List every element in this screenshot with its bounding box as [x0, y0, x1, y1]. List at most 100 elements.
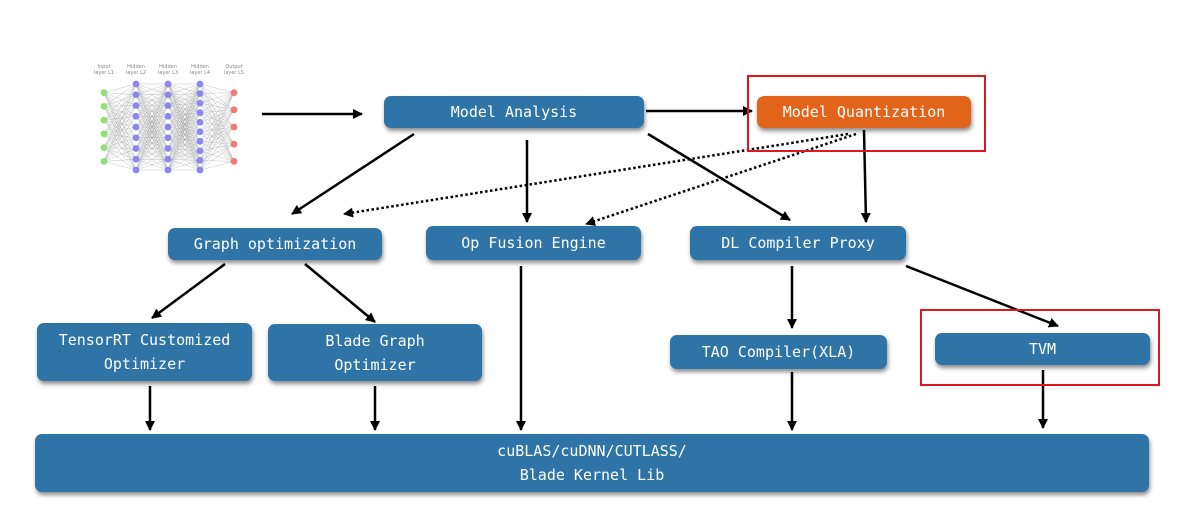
nn-connection [103, 126, 137, 162]
nn-connection [167, 94, 201, 123]
nn-neuron [196, 118, 204, 126]
nn-neuron [132, 112, 140, 120]
nn-connection [199, 126, 235, 161]
nn-layer-label: layer L4 [190, 70, 210, 76]
nn-connection [167, 103, 201, 138]
nn-neuron [132, 91, 140, 99]
nn-connection [167, 126, 201, 132]
dl-compiler-proxy-label: DL Compiler Proxy [721, 234, 875, 252]
nn-connection [135, 83, 169, 117]
tvm-label: TVM [1028, 340, 1057, 358]
nn-connection [167, 112, 201, 117]
model-analysis-node: Model Analysis [384, 96, 644, 128]
nn-connection [103, 94, 137, 162]
nn-connection [103, 83, 137, 121]
nn-connection [135, 148, 169, 171]
nn-connection [167, 105, 201, 142]
nn-connection [199, 92, 235, 132]
nn-connection [167, 83, 201, 106]
nn-connection [199, 92, 235, 142]
nn-connection [103, 148, 137, 162]
nn-connection [199, 93, 235, 145]
nn-neuron [230, 158, 238, 165]
nn-neuron [132, 102, 140, 109]
nn-connection [103, 126, 137, 135]
nn-connection [135, 83, 169, 160]
nn-neuron [164, 80, 172, 88]
dotted-arrow-quantization-to-op-fusion [585, 132, 857, 226]
nn-neuron [164, 102, 172, 109]
nn-neuron [164, 123, 172, 131]
nn-connection [103, 126, 137, 148]
nn-connection [167, 131, 201, 138]
nn-neuron [230, 123, 238, 131]
nn-neuron [196, 99, 204, 107]
blade-graph-optimizer-label: Blade Graph Optimizer [325, 331, 425, 374]
model-quantization-node: Model Quantization [757, 96, 971, 128]
nn-connection [167, 83, 201, 94]
model-quantization-label: Model Quantization [782, 103, 946, 121]
nn-connection [167, 112, 201, 171]
nn-connection [199, 92, 235, 171]
nn-connection [199, 126, 235, 132]
tao-compiler-label: TAO Compiler(XLA) [701, 343, 856, 361]
blade-graph-optimizer-node: Blade Graph Optimizer [268, 324, 482, 381]
nn-connection [167, 83, 201, 132]
nn-connection [103, 133, 137, 138]
nn-neuron [100, 130, 108, 138]
nn-connection [167, 83, 201, 142]
nn-connection [167, 122, 201, 128]
nn-connection [167, 137, 201, 152]
nn-neuron [132, 145, 140, 152]
nn-connection [167, 83, 201, 113]
nn-connection [167, 112, 201, 160]
nn-connection [167, 105, 201, 151]
nn-neuron [164, 134, 172, 142]
graph-optimization-node: Graph optimization [168, 228, 382, 260]
nn-connection [135, 83, 169, 128]
nn-connection [135, 116, 169, 171]
nn-connection [199, 93, 235, 110]
nn-neuron [100, 158, 108, 165]
nn-connection [103, 92, 137, 128]
nn-connection [103, 116, 137, 121]
nn-connection [167, 126, 201, 152]
nn-neuron [164, 145, 172, 152]
nn-neuron [196, 147, 204, 155]
nn-layer-label: layer L5 [224, 70, 244, 76]
nn-connection [167, 116, 201, 161]
nn-layer-label: Hidden [127, 64, 145, 70]
nn-connection [167, 141, 201, 171]
nn-connection [167, 83, 201, 151]
nn-connection [167, 141, 201, 160]
tao-compiler-node: TAO Compiler(XLA) [670, 335, 887, 369]
nn-connection [103, 92, 137, 149]
arrow-quantization-to-dl-compiler [860, 129, 871, 223]
nn-connection [167, 116, 201, 142]
nn-connection [199, 109, 235, 113]
nn-connection [167, 150, 201, 160]
nn-connection [103, 137, 137, 162]
nn-connection [103, 116, 137, 135]
nn-connection [199, 93, 235, 162]
nn-connection [135, 137, 169, 171]
nn-connection [199, 141, 235, 162]
nn-neuron [164, 166, 172, 174]
nn-connection [199, 109, 235, 171]
nn-connection [167, 102, 201, 117]
graph-optimization-label: Graph optimization [193, 235, 357, 253]
nn-connection [167, 83, 201, 95]
nn-layer-label: layer L2 [126, 70, 146, 76]
op-fusion-engine-label: Op Fusion Engine [461, 234, 606, 252]
nn-connection [103, 83, 137, 162]
nn-connection [199, 92, 235, 104]
nn-connection [167, 131, 201, 160]
nn-connection [103, 94, 137, 121]
nn-connection [167, 93, 201, 149]
nn-connection [167, 83, 201, 138]
nn-connection [199, 141, 235, 145]
nn-connection [103, 133, 137, 171]
nn-connection [167, 105, 201, 123]
nn-connection [103, 83, 137, 93]
